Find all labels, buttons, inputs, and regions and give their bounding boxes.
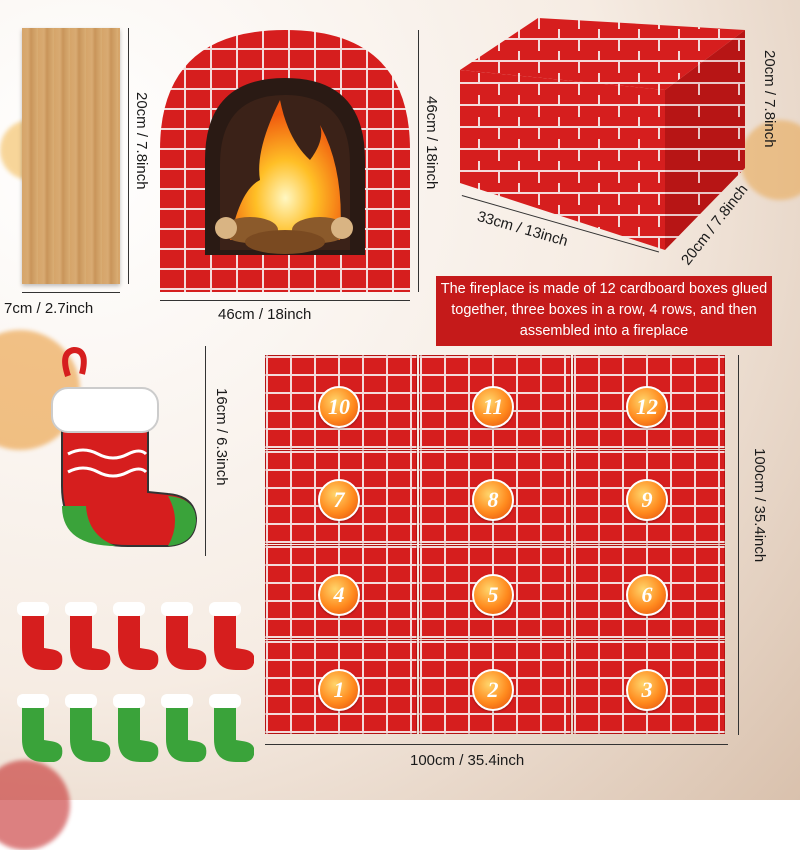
fireplace-width-label: 46cm / 18inch bbox=[218, 306, 312, 323]
box-number-badge: 3 bbox=[626, 669, 668, 711]
box-number-badge: 9 bbox=[626, 479, 668, 521]
box-number-badge: 4 bbox=[318, 574, 360, 616]
wall-height-line bbox=[738, 355, 739, 735]
wall-width-line bbox=[265, 744, 728, 745]
wood-height-label: 20cm / 7.8inch bbox=[133, 92, 150, 190]
box-cell: 8 bbox=[419, 450, 571, 544]
fireplace-illustration bbox=[160, 30, 410, 292]
box-cell: 11 bbox=[419, 355, 571, 449]
box-number-badge: 8 bbox=[472, 479, 514, 521]
box-number-badge: 1 bbox=[318, 669, 360, 711]
small-stockings bbox=[17, 602, 254, 762]
box-cell: 5 bbox=[419, 545, 571, 639]
stocking-illustration bbox=[51, 346, 198, 547]
wood-width-line bbox=[22, 292, 120, 293]
wood-height-line bbox=[128, 28, 129, 284]
box-wall: 10 11 12 7 8 9 4 5 6 1 2 3 bbox=[265, 355, 728, 735]
box-number-badge: 11 bbox=[472, 386, 514, 428]
box-cell: 12 bbox=[573, 355, 725, 449]
fireplace-height-label: 46cm / 18inch bbox=[423, 96, 440, 190]
box-cell: 10 bbox=[265, 355, 417, 449]
stocking-height-label: 16cm / 6.3inch bbox=[213, 388, 230, 486]
box-cell: 4 bbox=[265, 545, 417, 639]
wood-panel bbox=[22, 28, 120, 284]
wall-width-label: 100cm / 35.4inch bbox=[410, 752, 525, 769]
box-cell: 7 bbox=[265, 450, 417, 544]
box-number-badge: 2 bbox=[472, 669, 514, 711]
stocking-height-line bbox=[205, 346, 206, 556]
wood-width-label: 7cm / 2.7inch bbox=[4, 300, 94, 317]
single-brick-box bbox=[460, 18, 745, 250]
box-cell: 1 bbox=[265, 640, 417, 734]
fireplace-height-line bbox=[418, 30, 419, 292]
assembly-note: The fireplace is made of 12 cardboard bo… bbox=[436, 276, 772, 346]
box-number-badge: 6 bbox=[626, 574, 668, 616]
box-cell: 2 bbox=[419, 640, 571, 734]
box-cell: 3 bbox=[573, 640, 725, 734]
bokeh-light bbox=[740, 120, 800, 200]
box-cell: 9 bbox=[573, 450, 725, 544]
box-number-badge: 5 bbox=[472, 574, 514, 616]
box-cell: 6 bbox=[573, 545, 725, 639]
box-number-badge: 7 bbox=[318, 479, 360, 521]
fireplace-width-line bbox=[160, 300, 410, 301]
box-height-label: 20cm / 7.8inch bbox=[761, 50, 778, 148]
wall-height-label: 100cm / 35.4inch bbox=[751, 448, 768, 563]
box-number-badge: 12 bbox=[626, 386, 668, 428]
box-number-badge: 10 bbox=[318, 386, 360, 428]
